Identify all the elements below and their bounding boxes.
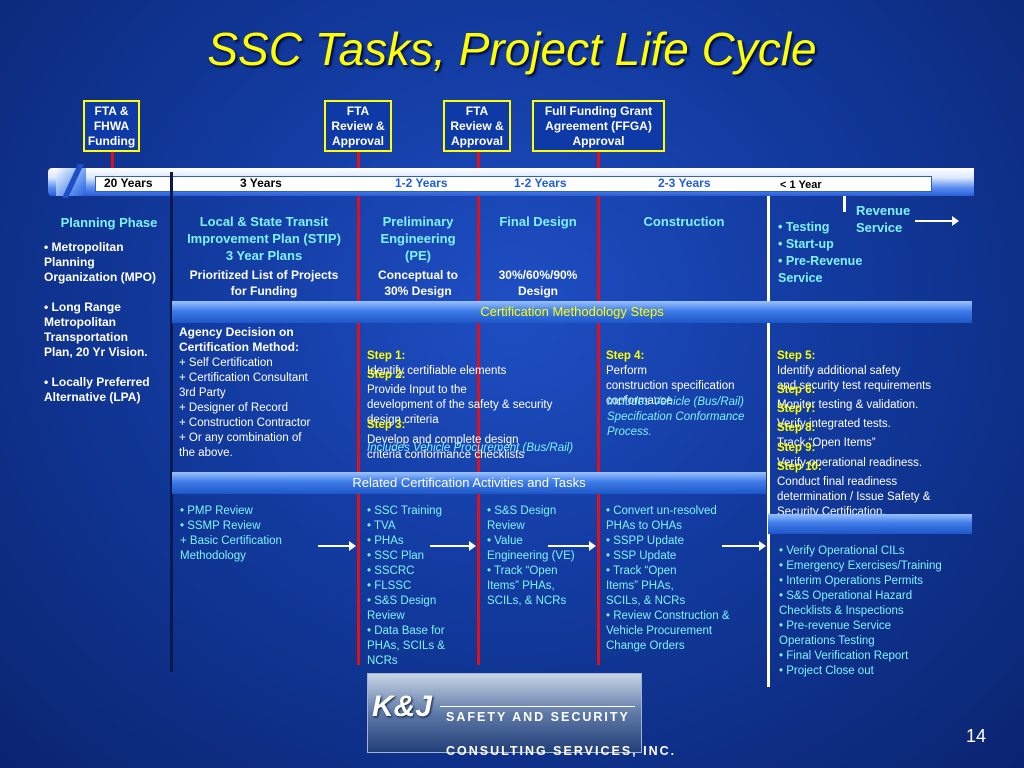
activities-pe: • SSC Training • TVA • PHAs • SSC Plan •… [367,505,445,667]
milestone-fta-review-pe: FTA Review & Approval [324,100,392,152]
duration-revenue: < 1 Year [780,179,822,191]
step-8-text: Track “Open Items” [777,437,876,449]
company-logo-mark: K&J [372,690,433,723]
step-9-label: Step 9: [777,442,816,454]
duration-final-design: 1-2 Years [514,176,567,190]
phase-preliminary-engineering: Preliminary Engineering (PE) [380,214,456,263]
step-2-label: Step 2: [367,369,406,381]
revenue-band-segment [768,514,972,534]
step-7-text: Verify integrated tests. [777,418,891,430]
step-3-label: Step 3: [367,419,406,431]
company-logo-rule [440,706,635,707]
company-logo-line1: SAFETY AND SECURITY [446,710,630,724]
vehicle-specification-note: Includes Vehicle (Bus/Rail) Specificatio… [607,396,745,438]
step-8: Step 8: Track “Open Items” [777,406,992,451]
duration-planning: 20 Years [104,176,153,190]
divider-line-pe [357,152,360,665]
step-10: Step 10: Conduct final readiness determi… [777,445,992,520]
timeline-track [95,176,932,192]
step-7-label: Step 7: [777,403,816,415]
phase-construction: Construction [643,214,725,229]
step-2: Step 2: Provide Input to the development… [367,353,597,428]
pe-subtitle: Conceptual to 30% Design [378,268,458,298]
step-1-label: Step 1: [367,350,406,362]
step-9: Step 9: Verify operational readiness. [777,426,992,471]
step-10-text: Conduct final readiness determination / … [777,476,931,518]
step-6-label: Step 6: [777,384,816,396]
step-1: Step 1: Identify certifiable elements [367,334,597,379]
step-4: Step 4: Perform construction specificati… [606,334,766,409]
arrow-icon-construction-to-revenue [722,541,766,551]
step-3-text: Develop and complete design criteria con… [367,434,525,461]
vehicle-procurement-note: Includes Vehicle Procurement (Bus/Rail) [367,442,574,454]
agency-decision-options: + Self Certification + Certification Con… [179,357,311,459]
arrow-icon-pe-to-fd [430,541,476,551]
step-5-text: Identify additional safety and security … [777,365,932,392]
planning-list: • Metropolitan Planning Organization (MP… [44,240,156,404]
step-9-text: Verify operational readiness. [777,457,923,469]
activities-planning: • PMP Review • SSMP Review + Basic Certi… [180,505,282,562]
company-logo-line2: CONSULTING SERVICES, INC. [446,744,677,758]
arrow-icon-planning-to-pe [318,541,356,551]
step-5: Step 5: Identify additional safety and s… [777,334,992,394]
step-7: Step 7: Verify integrated tests. [777,387,992,432]
activities-revenue: • Verify Operational CILs • Emergency Ex… [779,545,942,677]
company-logo [367,673,642,753]
milestone-ffga-approval: Full Funding Grant Agreement (FFGA) Appr… [532,100,665,152]
slide-title: SSC Tasks, Project Life Cycle [207,23,817,75]
step-6: Step 6: Monitor testing & validation. [777,368,992,413]
stip-subtitle: Prioritized List of Projects for Funding [189,268,339,298]
phase-planning: Planning Phase [60,215,158,230]
page-number: 14 [965,726,986,746]
step-1-text: Identify certifiable elements [367,365,507,377]
divider-line-planning [170,172,173,672]
arrow-icon-revenue [915,216,959,226]
divider-line-final-design [477,152,480,665]
phase-revenue-service: Revenue Service [856,203,911,235]
final-design-subtitle: 30%/60%/90% Design [498,268,578,298]
duration-stip: 3 Years [240,176,282,190]
company-logo-text: SAFETY AND SECURITY CONSULTING SERVICES,… [446,692,676,760]
arrow-icon-fd-to-construction [548,541,596,551]
activities-final-design: • S&S Design Review • Value Engineering … [487,505,575,607]
divider-line-revenue [767,172,770,687]
step-5-label: Step 5: [777,350,816,362]
timeline-logo-icon [56,168,86,196]
phase-final-design: Final Design [499,214,577,229]
step-2-text: Provide Input to the development of the … [367,384,553,426]
step-6-text: Monitor testing & validation. [777,399,919,411]
step-4-label: Step 4: [606,350,645,362]
activities-construction: • Convert un-resolved PHAs to OHAs • SSP… [606,505,730,652]
milestone-fta-fhwa-funding: FTA & FHWA Funding [83,100,140,152]
step-10-label: Step 10: [777,461,822,473]
testing-list: • Testing • Start-up • Pre-Revenue Servi… [778,220,863,285]
step-8-label: Step 8: [777,422,816,434]
certification-steps-band: Certification Methodology Steps [172,301,972,323]
related-activities-band: Related Certification Activities and Tas… [172,472,766,494]
step-3: Step 3: Develop and complete design crit… [367,403,597,463]
duration-construction: 2-3 Years [658,176,711,190]
agency-decision-heading: Agency Decision on Certification Method: [179,325,299,354]
phase-stip: Local & State Transit Improvement Plan (… [187,214,341,263]
step-4-text: Perform construction specification confo… [606,365,735,407]
duration-pe: 1-2 Years [395,176,448,190]
milestone-fta-review-fd: FTA Review & Approval [443,100,511,152]
divider-line-construction [597,152,600,665]
